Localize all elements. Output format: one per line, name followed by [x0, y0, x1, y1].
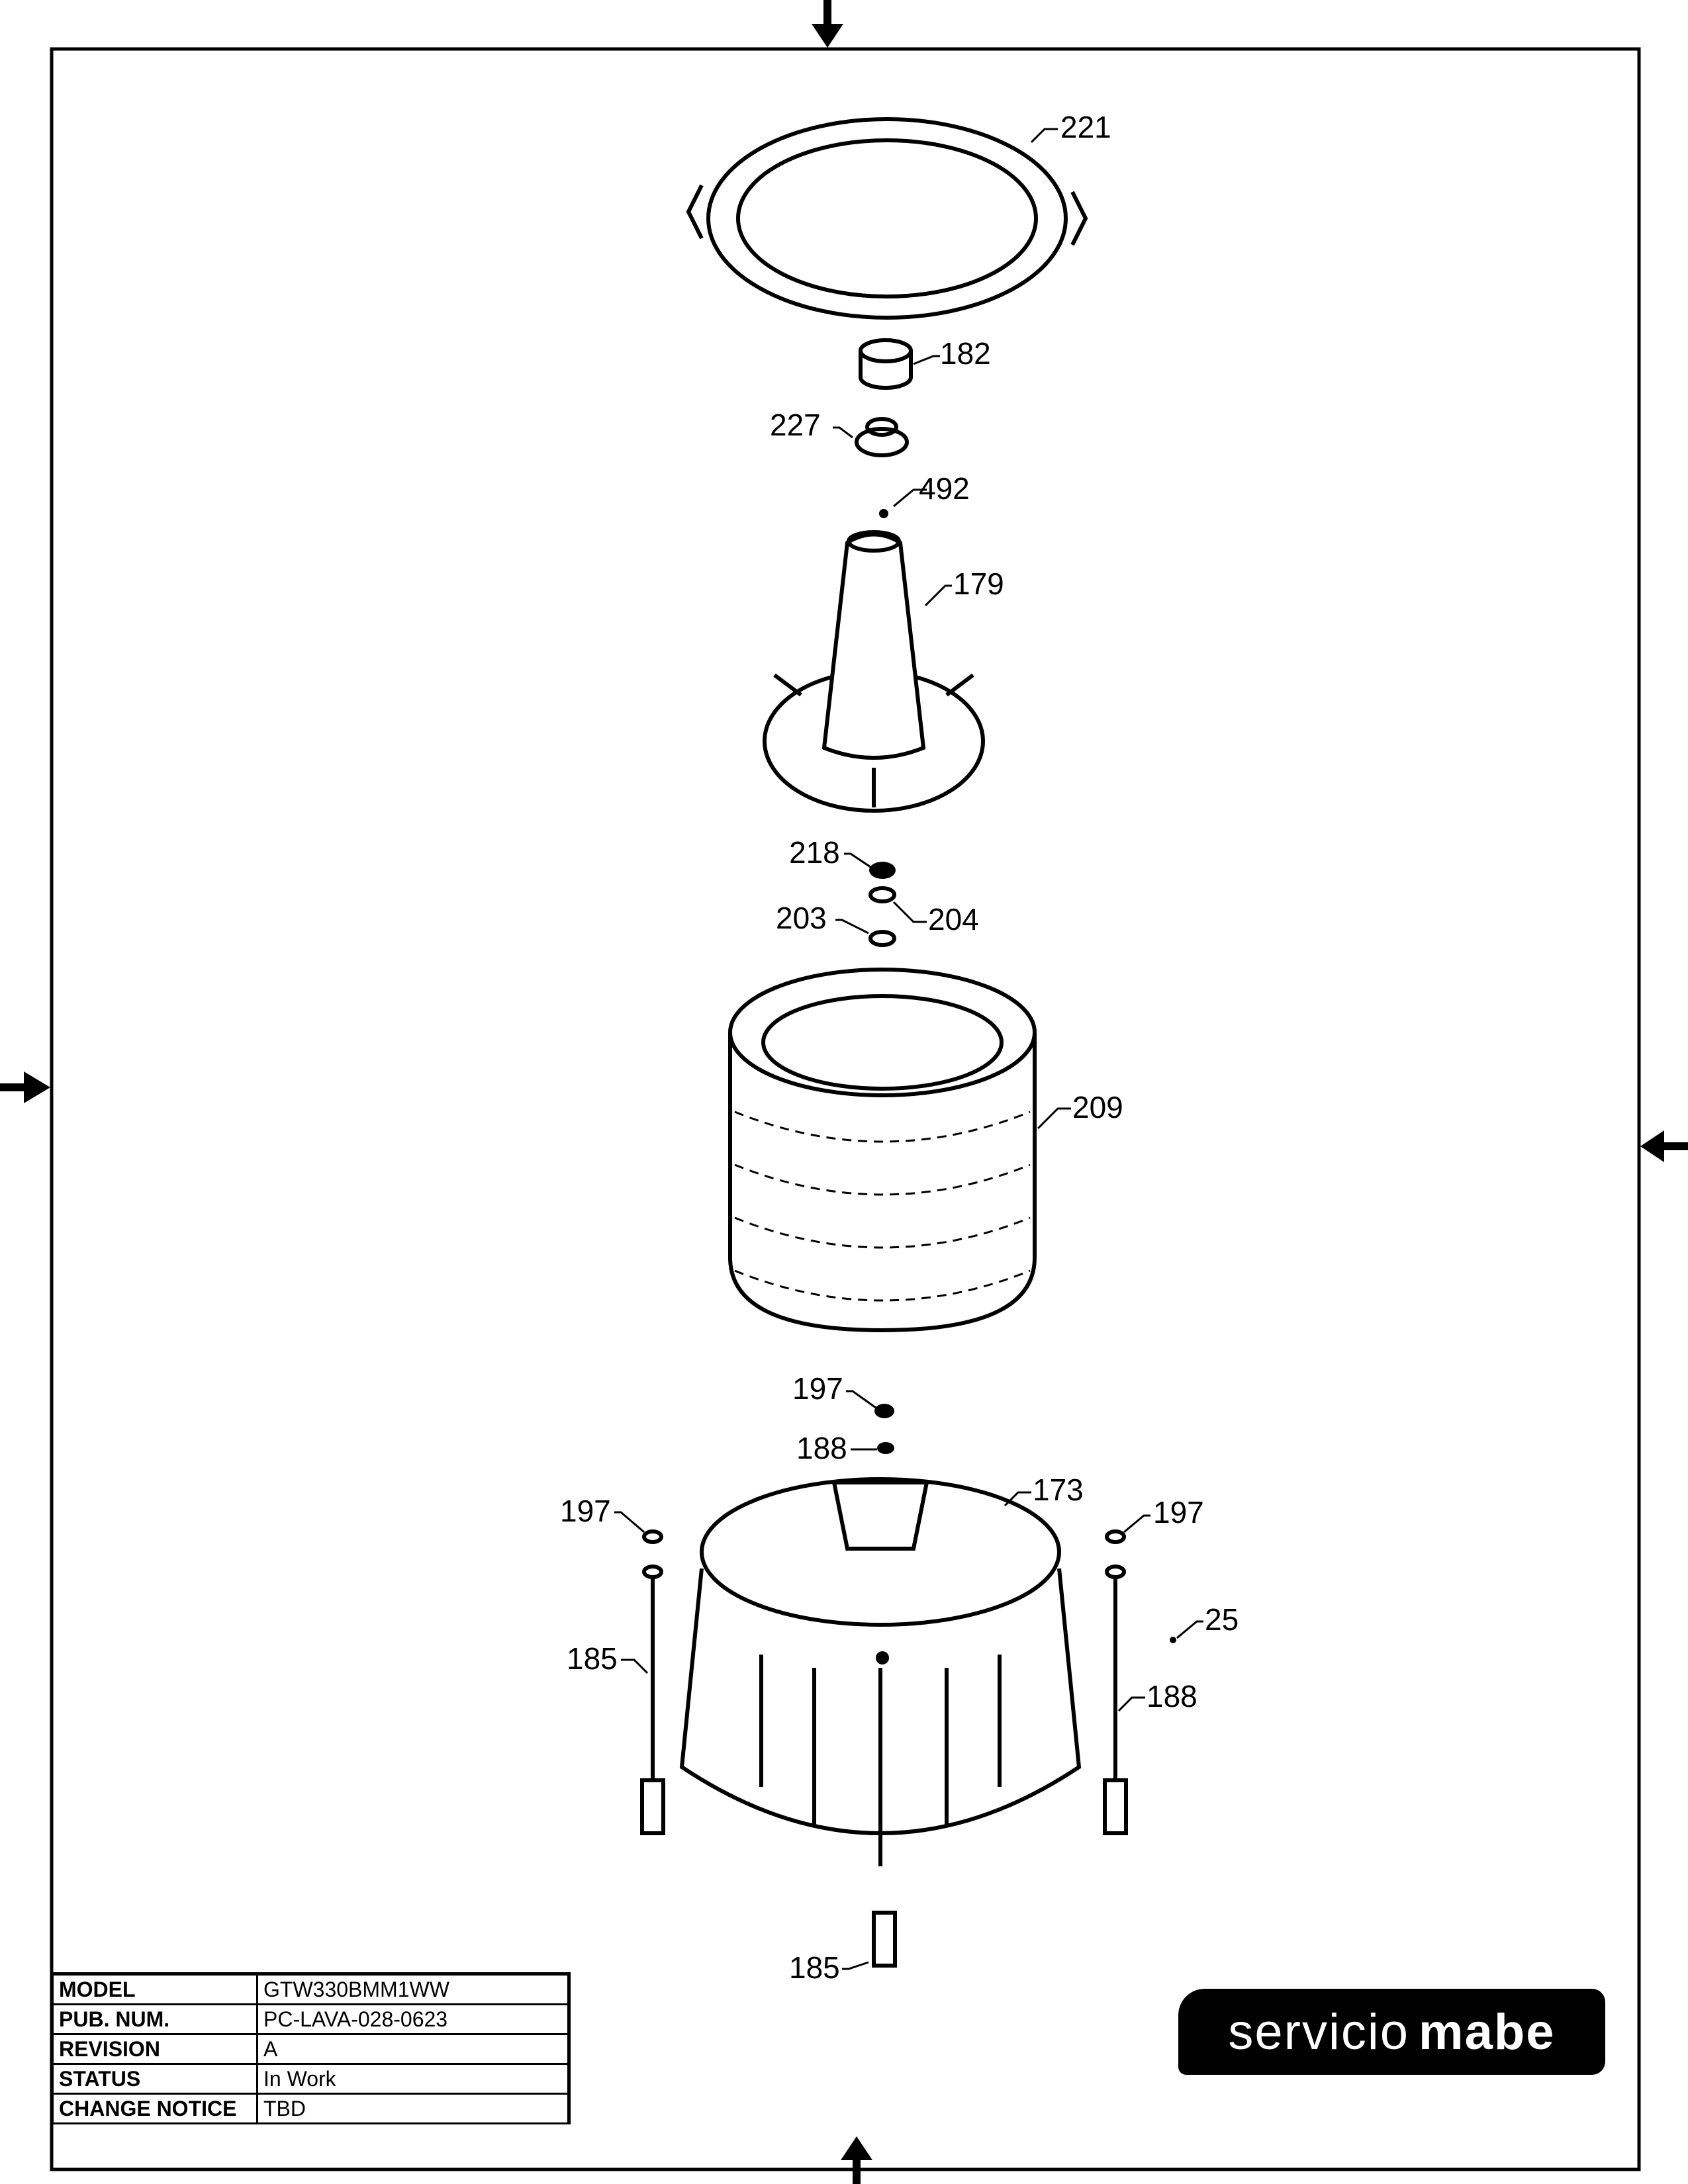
part-182-bushing: [859, 338, 913, 390]
part-185-suspension-rod-left: [640, 1529, 665, 1835]
center-arrow-right: [1640, 1130, 1688, 1162]
title-block-row: PUB. NUM.PC-LAVA-028-0623: [52, 2003, 570, 2035]
callout-185-bottom: 185: [789, 1950, 840, 1985]
model-value: GTW330BMM1WW: [256, 1973, 570, 2005]
callout-197-center: 197: [792, 1371, 843, 1406]
callout-209: 209: [1072, 1090, 1123, 1124]
leader-lines: [614, 128, 1203, 1970]
change-notice-value: TBD: [256, 2093, 570, 2124]
callout-188-center: 188: [796, 1431, 847, 1465]
status-label: STATUS: [52, 2063, 258, 2095]
callout-25: 25: [1205, 1602, 1239, 1637]
part-188-washer: [877, 1442, 894, 1454]
callout-182: 182: [940, 336, 991, 371]
callout-204: 204: [928, 902, 979, 936]
callout-179: 179: [953, 567, 1004, 601]
callout-197-right: 197: [1153, 1495, 1204, 1529]
callout-218: 218: [789, 835, 840, 870]
pub-num-value: PC-LAVA-028-0623: [256, 2003, 570, 2035]
callout-173: 173: [1033, 1473, 1084, 1507]
part-179-agitator: [763, 530, 985, 813]
part-197-nut: [874, 1404, 894, 1418]
callout-188-right: 188: [1147, 1679, 1197, 1713]
logo-text-mabe: mabe: [1419, 2003, 1556, 2060]
callout-227: 227: [770, 408, 821, 442]
callout-221: 221: [1060, 110, 1111, 144]
callout-197-left: 197: [560, 1494, 611, 1528]
part-227-seal: [855, 417, 909, 457]
part-25-clip: [1170, 1637, 1176, 1643]
center-arrow-left: [0, 1071, 50, 1103]
logo-text-servicio: servicio: [1228, 2003, 1410, 2060]
part-173-outer-tub-base: [679, 1477, 1082, 1866]
model-label: MODEL: [52, 1973, 258, 2005]
part-492-screw: [879, 509, 888, 518]
part-185-bottom-damper: [872, 1911, 897, 1968]
part-218-nut: [869, 862, 896, 879]
callout-185-left: 185: [567, 1641, 618, 1676]
part-188-suspension-rod-right: [1103, 1529, 1128, 1835]
part-204-washer: [868, 886, 896, 903]
change-notice-label: CHANGE NOTICE: [52, 2093, 258, 2124]
part-203-washer: [868, 930, 896, 947]
center-arrow-top: [812, 0, 843, 48]
drawing-frame: [50, 47, 1641, 2171]
part-221-tub-ring: [686, 117, 1088, 320]
callout-492: 492: [919, 471, 970, 506]
part-209-wash-basket: [728, 968, 1037, 1333]
revision-label: REVISION: [52, 2033, 258, 2065]
pub-num-label: PUB. NUM.: [52, 2003, 258, 2035]
center-arrow-bottom: [841, 2136, 872, 2184]
revision-value: A: [256, 2033, 570, 2065]
status-value: In Work: [256, 2063, 570, 2095]
callout-203: 203: [776, 901, 827, 935]
